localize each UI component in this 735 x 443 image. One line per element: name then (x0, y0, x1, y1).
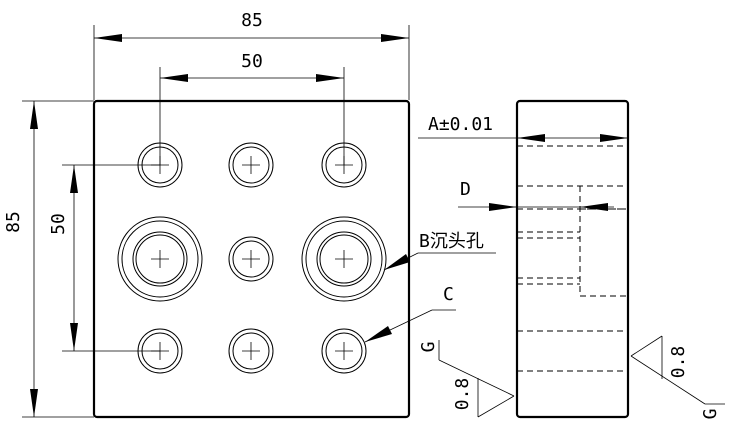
surface-finish-right: 0.8 G (630, 335, 725, 420)
counterbore-hole (301, 216, 387, 302)
leader-counterbore: B沉头孔 (383, 231, 496, 271)
finish-left-letter: G (418, 342, 439, 353)
dimension-thickness: A±0.01 (418, 114, 628, 142)
thickness-label: A±0.01 (428, 114, 493, 135)
dimension-hole-spacing-x: 50 (159, 51, 345, 165)
side-view (515, 99, 630, 419)
front-view (92, 99, 411, 419)
dimension-overall-width: 85 (93, 10, 410, 100)
leader-through-hole: C (364, 284, 456, 343)
finish-left-value: 0.8 (452, 378, 473, 411)
small-hole (228, 236, 274, 282)
dim-overall-width-label: 85 (241, 10, 263, 31)
small-hole (228, 328, 274, 374)
counterbore-label: B沉头孔 (419, 231, 484, 252)
side-outline (515, 99, 630, 419)
counterbore-hole (117, 216, 203, 302)
dimension-counterbore-depth: D (458, 179, 614, 211)
finish-right-letter: G (700, 409, 721, 420)
depth-label: D (460, 179, 471, 200)
surface-finish-left: 0.8 G (418, 340, 515, 418)
small-hole (321, 328, 367, 374)
dim-overall-height-label: 85 (3, 211, 24, 233)
dimension-overall-height: 85 (3, 100, 94, 418)
dim-hole-spacing-y-label: 50 (48, 213, 69, 235)
through-hole-label: C (443, 284, 454, 305)
finish-right-value: 0.8 (668, 346, 689, 379)
plate-outline (92, 99, 411, 419)
dim-hole-spacing-x-label: 50 (241, 51, 263, 72)
small-hole (228, 142, 274, 188)
dimension-hole-spacing-y: 50 (48, 164, 160, 352)
